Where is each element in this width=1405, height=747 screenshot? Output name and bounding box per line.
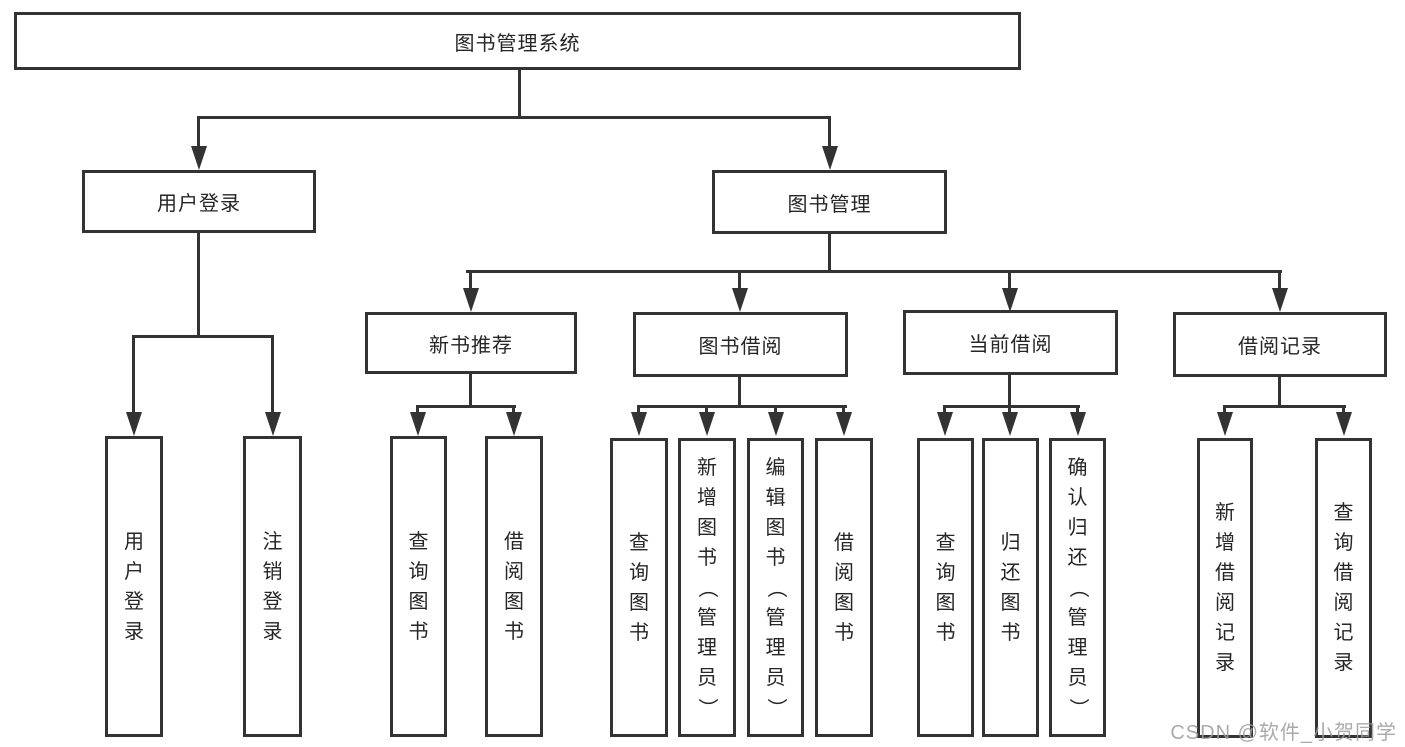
- arrow-down-icon: [699, 412, 715, 436]
- arrow-down-icon: [631, 412, 647, 436]
- leaf-box-add-borrow-record: 新增借阅记录: [1197, 438, 1253, 738]
- connector-rail: [637, 405, 847, 408]
- arrow-down-icon: [1002, 288, 1018, 312]
- leaf-label: 借阅图书: [504, 530, 524, 643]
- arrow-down-icon: [1272, 288, 1288, 312]
- arrow-down-icon: [937, 412, 953, 436]
- arrow-down-icon: [410, 412, 426, 436]
- arrow-down-icon: [1002, 412, 1018, 436]
- group-box-borrowing-records: 借阅记录: [1173, 312, 1387, 377]
- connector-drop: [1278, 377, 1281, 408]
- connector-drop: [1008, 375, 1011, 408]
- leaf-box-query-books-borrowing: 查询图书: [610, 438, 668, 737]
- connector-shaft: [828, 118, 831, 150]
- root-box: 图书管理系统: [14, 12, 1021, 70]
- connector-shaft: [512, 405, 515, 415]
- group-box-new-book-recommendation: 新书推荐: [365, 312, 577, 374]
- leaf-box-user-login: 用户登录: [105, 436, 163, 737]
- connector-shaft: [1342, 405, 1345, 415]
- connector-book-mgmt-drop: [828, 234, 831, 272]
- connector-shaft: [774, 405, 777, 415]
- connector-shaft: [1008, 272, 1011, 292]
- connector-rail: [1223, 405, 1346, 408]
- leaf-label: 查询图书: [935, 531, 956, 644]
- connector-shaft: [637, 405, 640, 415]
- leaf-label: 新增借阅记录: [1215, 502, 1235, 674]
- group-label: 新书推荐: [429, 334, 513, 357]
- leaf-label: 编辑图书（管理员）: [764, 456, 787, 718]
- leaf-label: 归还图书: [1000, 531, 1021, 644]
- connector-shaft: [1008, 405, 1011, 415]
- connector-shaft: [197, 118, 200, 150]
- leaf-box-query-books-current: 查询图书: [917, 438, 974, 737]
- branch-label: 用户登录: [157, 193, 241, 215]
- arrow-down-icon: [463, 288, 479, 312]
- connector-level2-rail: [466, 270, 1282, 273]
- branch-box-book-management: 图书管理: [712, 170, 947, 234]
- connector-shaft: [842, 405, 845, 415]
- leaf-label: 查询借阅记录: [1333, 502, 1354, 674]
- connector-shaft: [132, 335, 135, 414]
- watermark: CSDN @软件_小贺同学: [1170, 722, 1397, 744]
- arrow-down-icon: [1217, 412, 1233, 436]
- group-label: 借阅记录: [1238, 336, 1322, 358]
- connector-drop: [469, 374, 472, 408]
- connector-shaft: [943, 405, 946, 415]
- leaf-box-edit-books-admin: 编辑图书（管理员）: [747, 438, 804, 737]
- leaf-label: 用户登录: [124, 530, 144, 643]
- leaf-label: 查询图书: [629, 531, 649, 644]
- connector-shaft: [271, 335, 274, 414]
- leaf-label: 借阅图书: [834, 531, 854, 644]
- connector-shaft: [738, 272, 741, 292]
- leaf-box-borrow-books: 借阅图书: [815, 438, 873, 737]
- branch-box-user-login: 用户登录: [82, 170, 316, 233]
- arrow-down-icon: [836, 412, 852, 436]
- leaf-label: 确认归还（管理员）: [1066, 456, 1089, 718]
- connector-drop: [738, 377, 741, 408]
- group-box-current-borrowing: 当前借阅: [903, 310, 1118, 375]
- leaf-box-confirm-return-admin: 确认归还（管理员）: [1049, 438, 1106, 737]
- leaf-box-query-books-recommend: 查询图书: [390, 436, 447, 737]
- connector-shaft: [705, 405, 708, 415]
- arrow-down-icon: [506, 412, 522, 436]
- arrow-down-icon: [732, 288, 748, 312]
- leaf-label: 查询图书: [408, 530, 429, 643]
- branch-label: 图书管理: [787, 193, 872, 216]
- root-label: 图书管理系统: [454, 32, 581, 55]
- connector-level1-rail: [197, 116, 831, 119]
- arrow-down-icon: [126, 412, 142, 436]
- connector-shaft: [416, 405, 419, 415]
- arrow-down-icon: [1070, 412, 1086, 436]
- connector-root-drop: [518, 70, 521, 118]
- leaf-box-borrow-books-recommend: 借阅图书: [485, 436, 543, 737]
- connector-user-login-rail: [132, 335, 274, 338]
- arrow-down-icon: [191, 146, 207, 170]
- arrow-down-icon: [768, 412, 784, 436]
- leaf-box-add-books-admin: 新增图书（管理员）: [678, 438, 736, 737]
- connector-shaft: [1223, 405, 1226, 415]
- leaf-box-logout: 注销登录: [243, 436, 302, 737]
- arrow-down-icon: [822, 146, 838, 170]
- connector-shaft: [1076, 405, 1079, 415]
- leaf-box-return-books: 归还图书: [982, 438, 1039, 737]
- arrow-down-icon: [1336, 412, 1352, 436]
- connector-rail: [943, 405, 1080, 408]
- leaf-box-query-borrow-record: 查询借阅记录: [1315, 438, 1372, 738]
- leaf-label: 新增图书（管理员）: [696, 456, 718, 718]
- connector-user-login-drop: [197, 233, 200, 335]
- group-box-book-borrowing: 图书借阅: [633, 312, 848, 377]
- connector-rail: [416, 405, 516, 408]
- arrow-down-icon: [265, 412, 281, 436]
- connector-shaft: [1278, 272, 1281, 292]
- connector-shaft: [469, 272, 472, 292]
- leaf-label: 注销登录: [262, 530, 283, 643]
- group-label: 图书借阅: [698, 336, 783, 358]
- group-label: 当前借阅: [968, 334, 1053, 356]
